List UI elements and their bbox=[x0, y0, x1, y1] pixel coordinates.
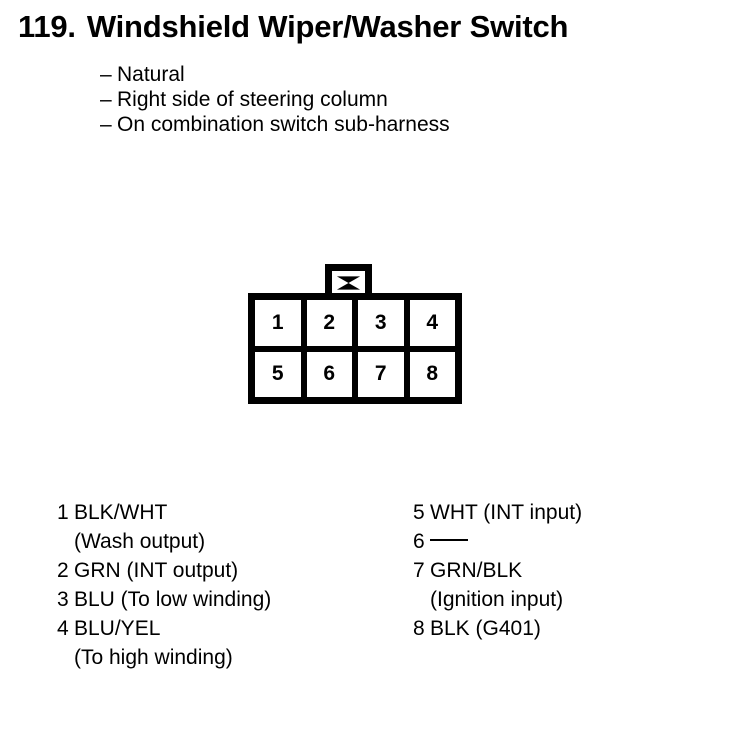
pin-cell-5[interactable]: 5 bbox=[255, 351, 301, 397]
connector-pin-grid: 1 2 3 4 5 6 7 8 bbox=[248, 293, 462, 404]
legend-label-line: GRN (INT output) bbox=[74, 559, 239, 582]
bullet-dash-icon: – bbox=[100, 63, 112, 86]
legend-pin-number: 2 bbox=[57, 559, 69, 582]
legend-pin-label: BLU (To low winding) bbox=[74, 585, 271, 614]
legend-pin-label: BLU/YEL (To high winding) bbox=[74, 614, 233, 672]
pin-cell-3[interactable]: 3 bbox=[358, 300, 404, 346]
legend-pin-label: GRN/BLK (Ignition input) bbox=[430, 556, 563, 614]
pin-cell-4[interactable]: 4 bbox=[409, 300, 455, 346]
legend-label-subline: (Ignition input) bbox=[430, 588, 564, 611]
legend-label-line: BLK (G401) bbox=[430, 617, 541, 640]
no-connection-dash-icon bbox=[430, 539, 468, 541]
description-item-label: Natural bbox=[117, 63, 185, 86]
pin-cell-8[interactable]: 8 bbox=[409, 351, 455, 397]
description-item: – Right side of steering column bbox=[100, 87, 450, 112]
connector-diagram: 1 2 3 4 5 6 7 8 bbox=[248, 264, 462, 404]
pin-cell-7[interactable]: 7 bbox=[358, 351, 404, 397]
legend-pin-number: 7 bbox=[413, 559, 425, 582]
legend-pin-label: GRN (INT output) bbox=[74, 556, 238, 585]
pin-legend-column-left: 1 BLK/WHT (Wash output) 2 GRN (INT outpu… bbox=[57, 498, 271, 672]
pin-legend: 1 BLK/WHT (Wash output) 2 GRN (INT outpu… bbox=[0, 498, 752, 678]
pin-cell-2[interactable]: 2 bbox=[306, 300, 352, 346]
legend-label-line: WHT (INT input) bbox=[430, 501, 583, 524]
legend-pin-number: 3 bbox=[57, 588, 69, 611]
legend-label-line: GRN/BLK bbox=[430, 559, 523, 582]
bullet-dash-icon: – bbox=[100, 88, 112, 111]
legend-label-line: BLK/WHT bbox=[74, 501, 168, 524]
legend-pin-label bbox=[430, 527, 468, 556]
connector-keyway-tab bbox=[325, 264, 372, 295]
description-item-label: Right side of steering column bbox=[117, 88, 388, 111]
description-list: – Natural – Right side of steering colum… bbox=[100, 62, 450, 137]
legend-pin-number: 6 bbox=[413, 530, 425, 553]
legend-pin-label: BLK/WHT (Wash output) bbox=[74, 498, 205, 556]
legend-entry-6: 6 bbox=[413, 527, 582, 556]
legend-pin-number: 8 bbox=[413, 617, 425, 640]
legend-label-line: BLU/YEL bbox=[74, 617, 161, 640]
description-item-label: On combination switch sub-harness bbox=[117, 113, 450, 136]
pin-legend-column-right: 5 WHT (INT input) 6 7 GRN/BLK (Ignition … bbox=[413, 498, 582, 643]
legend-label-line: BLU (To low winding) bbox=[74, 588, 272, 611]
legend-entry-2: 2 GRN (INT output) bbox=[57, 556, 271, 585]
legend-entry-3: 3 BLU (To low winding) bbox=[57, 585, 271, 614]
description-item: – On combination switch sub-harness bbox=[100, 112, 450, 137]
pin-cell-6[interactable]: 6 bbox=[306, 351, 352, 397]
legend-label-subline: (Wash output) bbox=[74, 530, 206, 553]
bowtie-x-icon bbox=[336, 276, 361, 290]
legend-pin-number: 5 bbox=[413, 501, 425, 524]
description-item: – Natural bbox=[100, 62, 450, 87]
legend-pin-label: BLK (G401) bbox=[430, 614, 541, 643]
legend-entry-5: 5 WHT (INT input) bbox=[413, 498, 582, 527]
page-title-number: 119. bbox=[18, 9, 76, 44]
bullet-dash-icon: – bbox=[100, 113, 112, 136]
pin-cell-1[interactable]: 1 bbox=[255, 300, 301, 346]
legend-entry-8: 8 BLK (G401) bbox=[413, 614, 582, 643]
legend-entry-4: 4 BLU/YEL (To high winding) bbox=[57, 614, 271, 672]
page-title: 119. Windshield Wiper/Washer Switch bbox=[18, 9, 568, 45]
legend-pin-label: WHT (INT input) bbox=[430, 498, 582, 527]
legend-pin-number: 4 bbox=[57, 617, 69, 640]
page-title-text: Windshield Wiper/Washer Switch bbox=[86, 9, 569, 44]
legend-label-subline: (To high winding) bbox=[74, 646, 233, 669]
legend-entry-7: 7 GRN/BLK (Ignition input) bbox=[413, 556, 582, 614]
legend-pin-number: 1 bbox=[57, 501, 69, 524]
legend-entry-1: 1 BLK/WHT (Wash output) bbox=[57, 498, 271, 556]
